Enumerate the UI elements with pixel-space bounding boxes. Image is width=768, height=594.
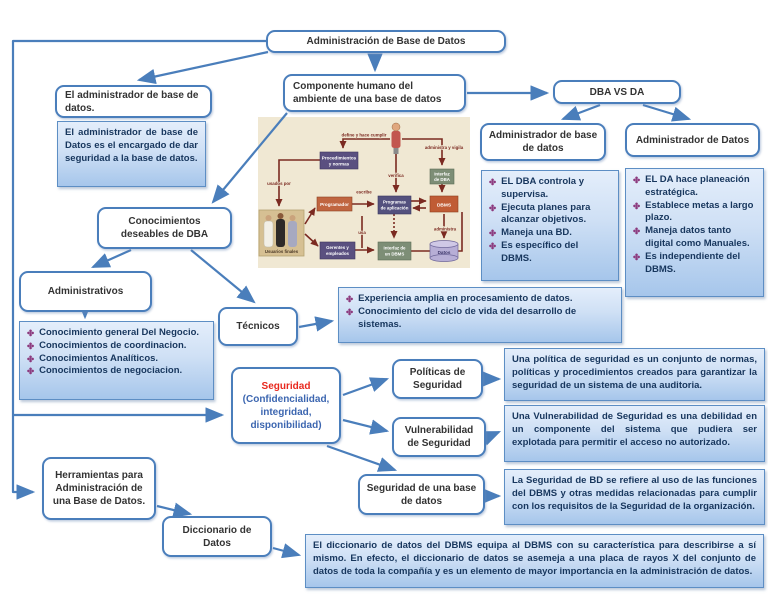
bullet-icon: ✤: [633, 200, 641, 211]
node-administrador-bd: El administrador de base de datos.: [55, 85, 212, 118]
svg-text:Programador: Programador: [320, 202, 349, 207]
node-tecnicos: Técnicos: [218, 307, 298, 346]
list-item: ✤Ejecuta planes para alcanzar objetivos.: [489, 201, 591, 226]
bullet-icon: ✤: [27, 340, 35, 351]
bullet-icon: ✤: [489, 177, 497, 187]
interfaz-dbms-box: [377, 241, 412, 261]
desc-politicas: Una política de seguridad es un conjunto…: [504, 348, 765, 401]
svg-text:Procedimientos: Procedimientos: [322, 156, 357, 161]
dba-person-figure: [391, 122, 401, 154]
svg-text:verifica: verifica: [388, 173, 404, 178]
dbms-box: [429, 195, 459, 213]
list-item: ✤Conocimientos Analíticos.: [27, 352, 159, 364]
node-dba-vs-da: DBA VS DA: [553, 80, 681, 104]
list-item: ✤Conocimientos de coordinacion.: [27, 339, 187, 351]
svg-text:empleados: empleados: [326, 251, 349, 256]
node-administrador-datos: Administrador de Datos: [625, 123, 760, 157]
diagram-boxes: Procedimientos y normas Interfaz de DBA …: [316, 151, 459, 262]
programador-box: [316, 196, 353, 212]
node-herramientas: Herramientas para Administración de una …: [42, 457, 156, 520]
human-component-diagram-graphic: Usuarios finales Procedimientos y normas…: [258, 122, 465, 262]
datos-cylinder: Datos: [429, 240, 459, 262]
node-diccionario-datos: Diccionario de Datos: [162, 516, 272, 557]
bullet-icon: ✤: [489, 228, 497, 239]
list-administrativos: ✤Conocimiento general Del Negocio. ✤Cono…: [19, 321, 214, 400]
desc-administrador-bd: El administrador de base de Datos es el …: [57, 121, 206, 187]
svg-text:DBMS: DBMS: [437, 203, 452, 209]
node-seguridad-base-datos: Seguridad de una base de datos: [358, 474, 485, 515]
list-item: ✤Maneja una BD.: [489, 227, 572, 239]
svg-text:usados por: usados por: [267, 181, 291, 186]
list-item: ✤Es específico del DBMS.: [489, 240, 579, 264]
svg-text:usa: usa: [358, 230, 366, 235]
desc-diccionario: El diccionario de datos del DBMS equipa …: [305, 534, 764, 588]
bullet-icon: ✤: [27, 366, 35, 377]
list-item: ✤Maneja datos tanto digital como Manuale…: [633, 225, 750, 250]
bullet-icon: ✤: [633, 226, 641, 237]
diagram-arrows: [275, 138, 463, 254]
list-item: ✤Conocimientos de negociacion.: [27, 365, 183, 377]
svg-text:de aplicación: de aplicación: [381, 206, 409, 211]
desc-vulnerabilidad: Una Vulnerabilidad de Seguridad es una d…: [504, 405, 765, 462]
list-item: ✤EL DA hace planeación estratégica.: [633, 174, 750, 198]
list-item: ✤Conocimiento general Del Negocio.: [27, 327, 200, 338]
bullet-icon: ✤: [633, 175, 641, 185]
list-item: ✤Experiencia amplia en procesamiento de …: [346, 293, 573, 304]
bullet-icon: ✤: [27, 353, 35, 364]
node-seguridad: Seguridad (Confidencialidad, integridad,…: [231, 367, 341, 444]
node-vulnerabilidad-seguridad: Vulnerabilidad de Seguridad: [392, 417, 486, 457]
list-item: ✤Es independiente del DBMS.: [633, 250, 741, 275]
svg-text:Gerentes y: Gerentes y: [326, 245, 349, 250]
svg-text:Datos: Datos: [438, 250, 451, 255]
node-componente-humano: Componente humano del ambiente de una ba…: [283, 74, 466, 112]
svg-text:escribe: escribe: [356, 190, 372, 195]
procedimientos-box: [319, 151, 359, 170]
node-root: Administración de Base de Datos: [266, 30, 506, 53]
svg-text:define y hace cumplir: define y hace cumplir: [342, 133, 387, 138]
list-item: ✤Establece metas a largo plazo.: [633, 199, 754, 224]
node-administrador-base-datos: Administrador de base de datos: [480, 123, 606, 161]
seguridad-title: Seguridad: [261, 380, 311, 392]
svg-text:de DBA: de DBA: [434, 177, 451, 182]
desc-seguridad-bd: La Seguridad de BD se refiere al uso de …: [504, 469, 765, 525]
bullet-icon: ✤: [346, 294, 354, 304]
gerentes-box: [319, 241, 356, 260]
bullet-icon: ✤: [489, 202, 497, 213]
svg-text:administra: administra: [434, 227, 457, 232]
bullet-icon: ✤: [346, 306, 354, 317]
human-component-diagram: Usuarios finales Procedimientos y normas…: [258, 117, 470, 268]
list-item: ✤Conocimiento del ciclo de vida del desa…: [346, 305, 577, 330]
svg-text:un DBMS: un DBMS: [385, 252, 405, 257]
seguridad-detail: (Confidencialidad, integridad, disponibi…: [242, 393, 330, 431]
programas-aplicacion-box: [377, 195, 412, 215]
svg-text:Interfaz: Interfaz: [434, 172, 450, 177]
svg-text:y normas: y normas: [329, 162, 350, 167]
list-item: ✤EL DBA controla y supervisa.: [489, 176, 584, 200]
bullet-icon: ✤: [633, 251, 641, 262]
svg-text:Interfaz de: Interfaz de: [384, 246, 407, 251]
list-tecnicos: ✤Experiencia amplia en procesamiento de …: [338, 287, 622, 343]
svg-text:administra y vigila: administra y vigila: [425, 145, 464, 150]
end-users-label: Usuarios finales: [265, 249, 299, 254]
bullet-icon: ✤: [27, 328, 35, 338]
interfaz-dba-box: [429, 168, 455, 185]
svg-text:Programas: Programas: [383, 200, 406, 205]
node-conocimientos-deseables: Conocimientos deseables de DBA: [97, 207, 232, 249]
node-politicas-seguridad: Políticas de Seguridad: [392, 359, 483, 399]
list-dba: ✤EL DBA controla y supervisa. ✤Ejecuta p…: [481, 170, 619, 281]
end-users-figures: Usuarios finales: [258, 209, 305, 257]
bullet-icon: ✤: [489, 241, 497, 252]
list-da: ✤EL DA hace planeación estratégica. ✤Est…: [625, 168, 764, 297]
node-administrativos: Administrativos: [19, 271, 152, 312]
